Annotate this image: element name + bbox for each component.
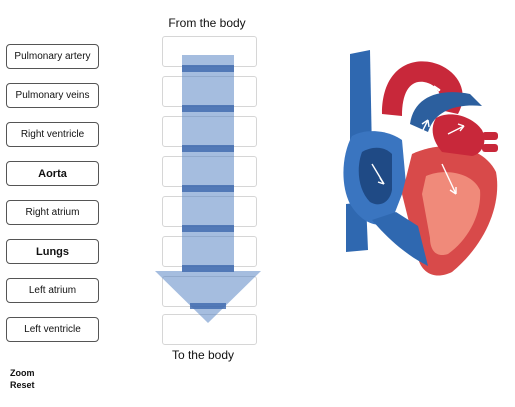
- drop-slot-3[interactable]: [162, 116, 257, 147]
- label-left-ventricle[interactable]: Left ventricle: [6, 317, 99, 342]
- zoom-link[interactable]: Zoom: [10, 368, 35, 378]
- reset-link[interactable]: Reset: [10, 380, 35, 390]
- heart-anatomy-icon: [343, 50, 498, 276]
- drop-slot-2[interactable]: [162, 76, 257, 107]
- drop-slot-8[interactable]: [162, 314, 257, 345]
- label-right-ventricle[interactable]: Right ventricle: [6, 122, 99, 147]
- top-caption: From the body: [168, 16, 246, 30]
- label-pulmonary-artery[interactable]: Pulmonary artery: [6, 44, 99, 69]
- drop-slot-6[interactable]: [162, 236, 257, 267]
- label-right-atrium[interactable]: Right atrium: [6, 200, 99, 225]
- label-pulmonary-veins[interactable]: Pulmonary veins: [6, 83, 99, 108]
- drop-slot-7[interactable]: [162, 276, 257, 307]
- bottom-caption: To the body: [171, 348, 235, 362]
- label-left-atrium[interactable]: Left atrium: [6, 278, 99, 303]
- drop-slot-1[interactable]: [162, 36, 257, 67]
- label-aorta[interactable]: Aorta: [6, 161, 99, 186]
- label-lungs[interactable]: Lungs: [6, 239, 99, 264]
- drop-slot-5[interactable]: [162, 196, 257, 227]
- zoom-controls: Zoom Reset: [10, 367, 35, 391]
- drop-slot-4[interactable]: [162, 156, 257, 187]
